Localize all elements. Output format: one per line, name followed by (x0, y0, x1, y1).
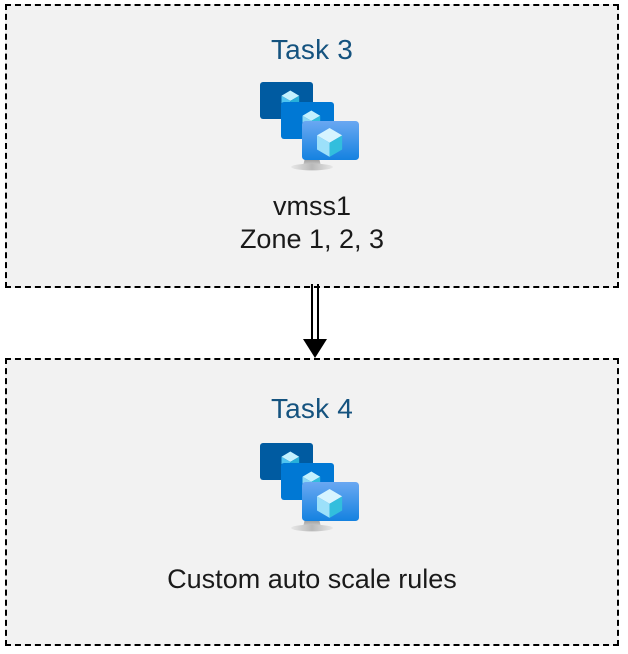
azure-vm-scale-set-icon (260, 443, 359, 532)
task-4-icon-wrapper (257, 439, 367, 543)
task-node-task-4[interactable]: Task 4 (5, 358, 619, 646)
task-3-icon-wrapper (257, 78, 367, 182)
connector-arrow-task3-to-task4 (303, 284, 327, 358)
azure-vm-scale-set-icon (260, 82, 359, 171)
task-3-title: Task 3 (270, 34, 354, 65)
task-4-title: Task 4 (270, 393, 354, 424)
task-3-caption: vmss1 Zone 1, 2, 3 (239, 191, 385, 255)
task-node-task-3[interactable]: Task 3 (5, 4, 619, 288)
arrowhead-icon (303, 339, 327, 358)
task-4-caption: Custom auto scale rules (167, 564, 457, 594)
